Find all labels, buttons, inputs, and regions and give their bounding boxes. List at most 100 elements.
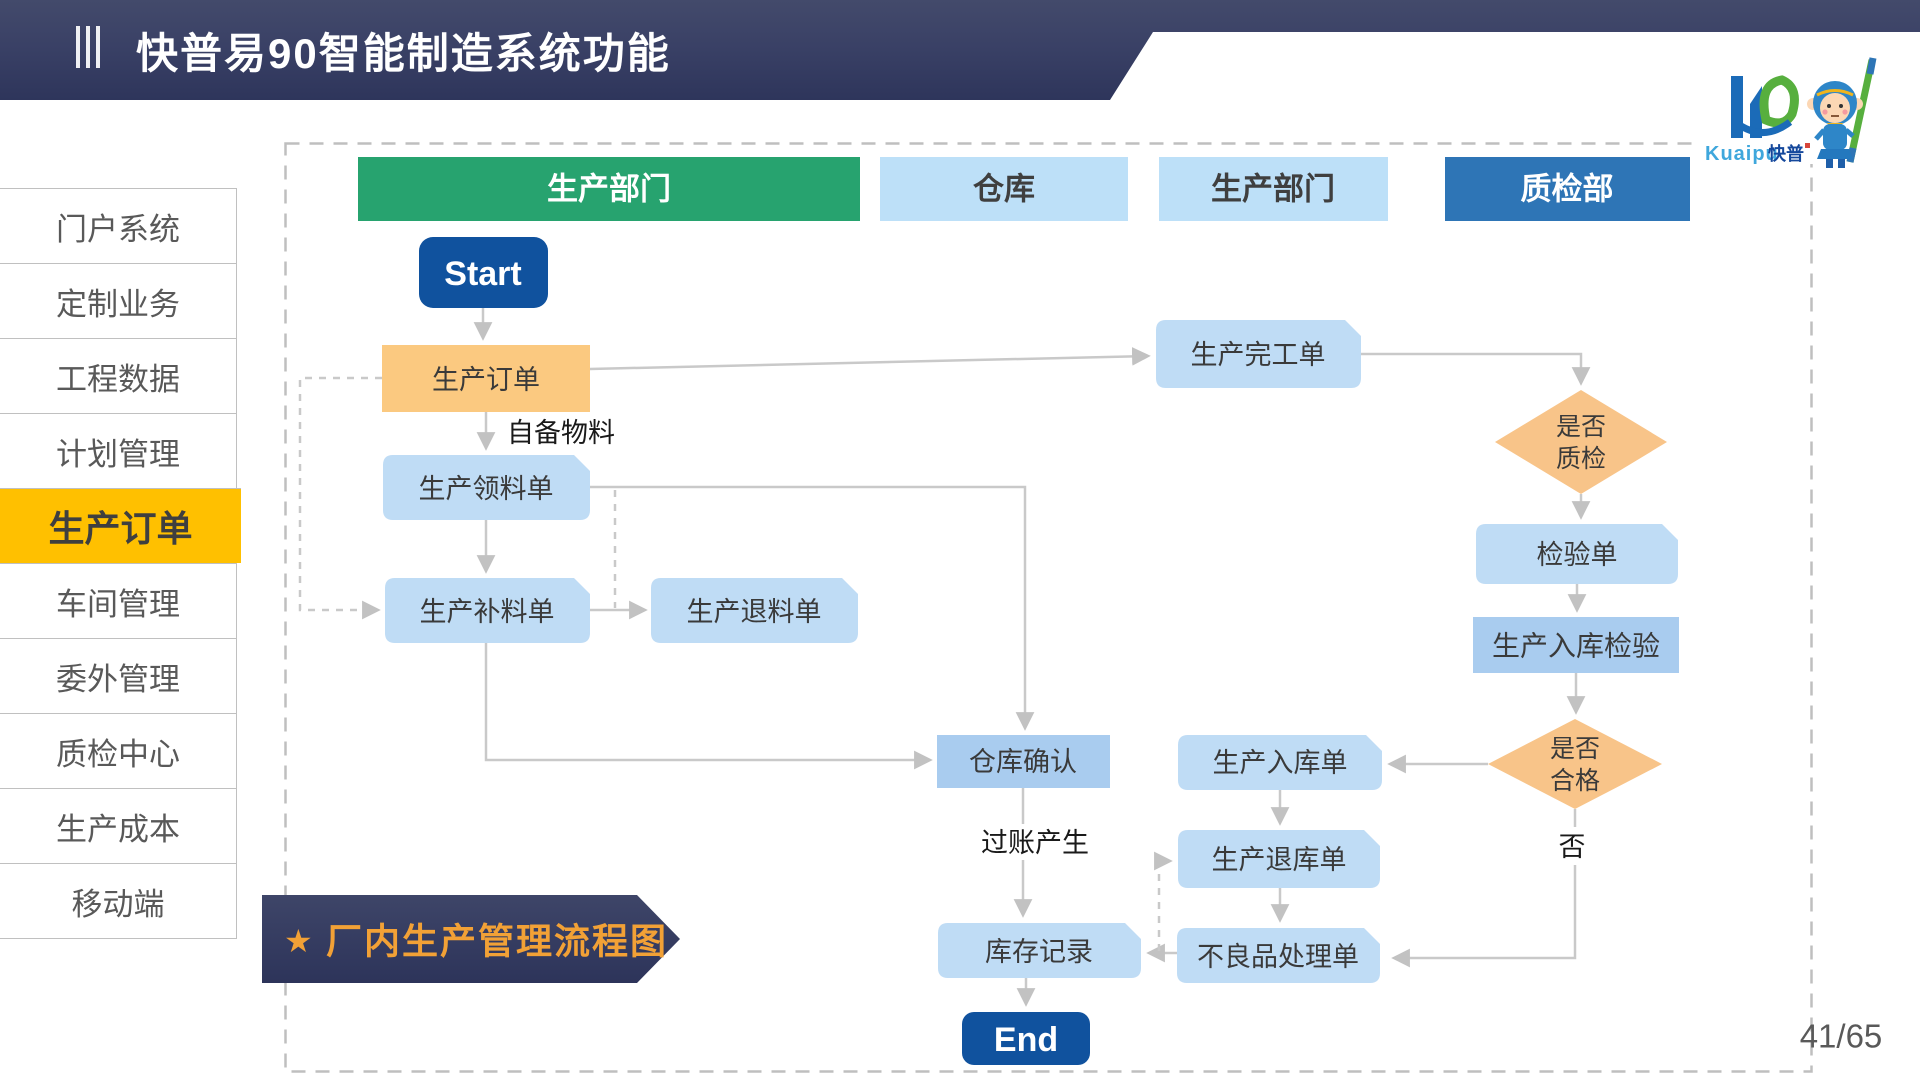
mascot-staff-tip-top — [1866, 57, 1877, 75]
edge-label-no: 否 — [1559, 832, 1586, 862]
lane-header-production-dept-1: 生产部门 — [358, 157, 860, 221]
logo-backplate — [1698, 140, 1816, 164]
mascot-arm-right — [1844, 128, 1855, 138]
mascot-cheek-left — [1822, 109, 1828, 115]
node-production-order-shape — [382, 345, 590, 412]
mascot-leg-left — [1826, 159, 1833, 168]
node-production-order: 生产订单 — [382, 345, 590, 412]
logo-trademark-dot — [1805, 143, 1810, 148]
edge-material-pick-to-warehouse-confirm — [590, 485, 1035, 731]
node-end-label: End — [994, 1021, 1058, 1059]
node-material-supplement-label: 生产补料单 — [420, 597, 555, 627]
sidebar-item-mobile: 移动端 — [0, 863, 236, 939]
node-warehouse-back-order: 生产退库单 — [1178, 830, 1380, 888]
lane-header-warehouse-label: 仓库 — [973, 172, 1035, 207]
node-end-shape — [962, 1012, 1090, 1065]
page-title: 快普易90智能制造系统功能 — [136, 29, 671, 77]
edge-dashed-defect-order-to-warehouse-back — [1154, 851, 1173, 951]
node-warehouse-back-order-shape — [1178, 830, 1380, 888]
brand-logo: Kuaipu 快普 — [1698, 57, 1877, 168]
mascot-face — [1820, 93, 1850, 123]
lane-header-qc-dept: 质检部 — [1445, 157, 1690, 221]
caption-star-icon: ★ — [284, 923, 313, 959]
node-material-pick-shape — [383, 455, 590, 520]
edge-label-posting: 过账产生 — [981, 828, 1089, 858]
edge-production-order-to-finish-order — [589, 346, 1151, 371]
title-bar-2 — [86, 26, 90, 68]
sidebar-item-custom-business: 定制业务 — [0, 263, 236, 338]
mascot-cheek-right — [1842, 109, 1848, 115]
kp-bar-2 — [1750, 86, 1762, 138]
lane-header-qc-dept-shape — [1445, 157, 1690, 221]
edge-label-posting-backplate — [976, 824, 1094, 860]
mascot-icon — [1807, 57, 1877, 168]
kp-monogram-icon — [1731, 75, 1799, 138]
edge-label-no-backplate — [1553, 827, 1591, 865]
node-production-order-label: 生产订单 — [432, 365, 540, 395]
node-material-supplement: 生产补料单 — [385, 578, 590, 643]
node-pass-decision-label-line1: 是否 — [1550, 735, 1600, 763]
node-end: End — [962, 1012, 1090, 1065]
node-inspection-order: 检验单 — [1476, 524, 1678, 584]
page-number: 41/65 — [1800, 1018, 1883, 1055]
logo-text-en: Kuaipu — [1705, 143, 1779, 165]
node-finish-order-label: 生产完工单 — [1191, 340, 1326, 370]
mascot-eye-left — [1827, 104, 1831, 108]
caption-banner: ★ 厂内生产管理流程图 — [262, 895, 680, 983]
edge-label-self-material: 自备物料 — [507, 418, 615, 448]
flowchart-dashed-border — [284, 142, 1813, 1073]
node-inspection-order-label: 检验单 — [1537, 540, 1618, 570]
node-warehouse-confirm-label: 仓库确认 — [969, 747, 1077, 777]
node-material-return-label: 生产退料单 — [687, 597, 822, 627]
node-warehouse-inspection-label: 生产入库检验 — [1492, 631, 1660, 662]
node-qc-decision-shape — [1495, 390, 1667, 494]
edge-dashed-production-order-to-material-supplement — [298, 376, 382, 620]
node-inspection-order-shape — [1476, 524, 1678, 584]
node-defect-order-shape — [1177, 928, 1380, 983]
node-warehouse-back-order-label: 生产退库单 — [1212, 845, 1347, 875]
node-warehouse-inspection-shape — [1473, 617, 1679, 673]
title-bars-icon — [76, 26, 100, 68]
caption-text: 厂内生产管理流程图 — [326, 921, 668, 962]
node-warehouse-confirm: 仓库确认 — [937, 735, 1110, 788]
node-warehouse-confirm-shape — [937, 735, 1110, 788]
caption-banner-shape — [262, 895, 680, 983]
mascot-arm-left — [1814, 128, 1826, 141]
edge-finish-order-to-qc-decision — [1361, 352, 1591, 386]
node-qc-decision: 是否 质检 — [1495, 390, 1667, 494]
node-finish-order-shape — [1156, 320, 1361, 388]
node-defect-order-label: 不良品处理单 — [1197, 942, 1359, 972]
lane-header-warehouse-shape — [880, 157, 1128, 221]
node-material-supplement-shape — [385, 578, 590, 643]
header-title-wrap: 快普易90智能制造系统功能 — [64, 0, 671, 100]
node-qc-decision-label-line2: 质检 — [1556, 445, 1606, 473]
node-pass-decision-label-line2: 合格 — [1550, 767, 1600, 795]
lane-header-production-dept-1-label: 生产部门 — [547, 172, 671, 207]
mascot-staff — [1846, 59, 1876, 163]
node-inventory-record: 库存记录 — [938, 923, 1141, 978]
node-pass-decision: 是否 合格 — [1488, 719, 1662, 809]
sidebar-item-production-cost: 生产成本 — [0, 788, 236, 863]
kp-green-loop — [1759, 75, 1799, 128]
sidebar-item-engineering-data: 工程数据 — [0, 338, 236, 413]
sidebar-menu: 门户系统 定制业务 工程数据 计划管理 生产订单 车间管理 委外管理 质检中心 … — [0, 188, 241, 939]
edge-material-supplement-to-warehouse-confirm — [484, 643, 933, 770]
node-inventory-record-label: 库存记录 — [985, 937, 1093, 967]
lane-header-production-dept-2-shape — [1159, 157, 1388, 221]
logo-text-cn: 快普 — [1768, 143, 1804, 164]
node-finish-order: 生产完工单 — [1156, 320, 1361, 388]
node-pass-decision-shape — [1488, 719, 1662, 809]
node-warehouse-in-order-label: 生产入库单 — [1213, 748, 1348, 778]
sidebar-item-portal: 门户系统 — [0, 188, 236, 263]
sidebar-item-plan-management: 计划管理 — [0, 413, 236, 488]
node-material-pick-label: 生产领料单 — [419, 474, 554, 504]
node-material-return: 生产退料单 — [651, 578, 858, 643]
sidebar-item-workshop-management: 车间管理 — [0, 563, 236, 638]
node-warehouse-in-order: 生产入库单 — [1178, 735, 1382, 790]
mascot-body — [1823, 124, 1847, 150]
lane-header-qc-dept-label: 质检部 — [1521, 172, 1614, 207]
node-start: Start — [419, 237, 548, 308]
node-qc-decision-label-line1: 是否 — [1556, 413, 1606, 441]
mascot-circlet — [1816, 89, 1854, 97]
node-warehouse-in-order-shape — [1178, 735, 1382, 790]
